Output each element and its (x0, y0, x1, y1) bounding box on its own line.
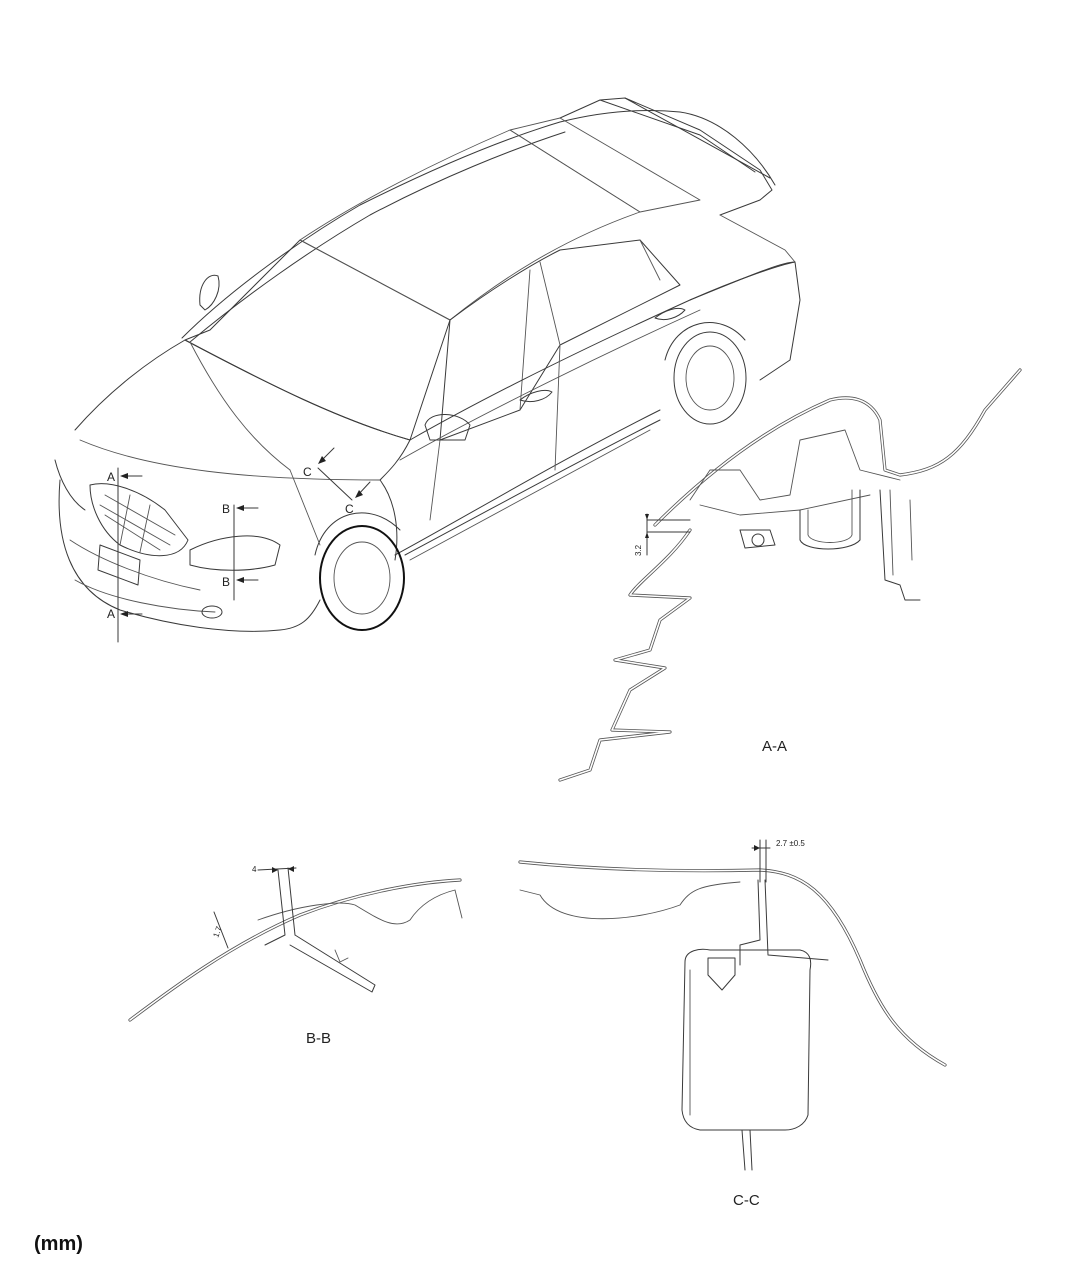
arrow-c-left (318, 456, 326, 464)
arrow-b-bottom (236, 577, 244, 583)
car-illustration (54, 97, 801, 632)
section-cc-detail: 2.7 ±0.5 C-C (518, 839, 947, 1209)
marker-c-left: C (303, 465, 312, 479)
section-indicators: A A B B C C (107, 447, 371, 643)
section-aa-detail: 3.2 A-A (558, 368, 1022, 782)
dim-bb-gap-side: 1.7 (211, 925, 223, 939)
title-bb: B-B (306, 1030, 331, 1047)
arrow-c-right (355, 490, 363, 498)
marker-b-bottom: B (222, 575, 230, 589)
title-aa: A-A (762, 738, 787, 755)
marker-b-top: B (222, 502, 230, 516)
arrow-b-top (236, 505, 244, 511)
dim-cc-gap: 2.7 ±0.5 (776, 839, 805, 848)
section-line-c (317, 467, 353, 501)
marker-a-bottom: A (107, 607, 115, 621)
section-bb-detail: 4 1.7 B-B (128, 865, 463, 1047)
marker-c-right: C (345, 502, 354, 516)
arrow-a-top (120, 473, 128, 479)
arrow-a-bottom (120, 611, 128, 617)
title-cc: C-C (733, 1192, 760, 1209)
marker-a-top: A (107, 470, 115, 484)
unit-label: (mm) (34, 1233, 83, 1255)
dim-aa-gap: 3.2 (634, 544, 643, 556)
dim-bb-gap-top: 4 (252, 865, 257, 874)
